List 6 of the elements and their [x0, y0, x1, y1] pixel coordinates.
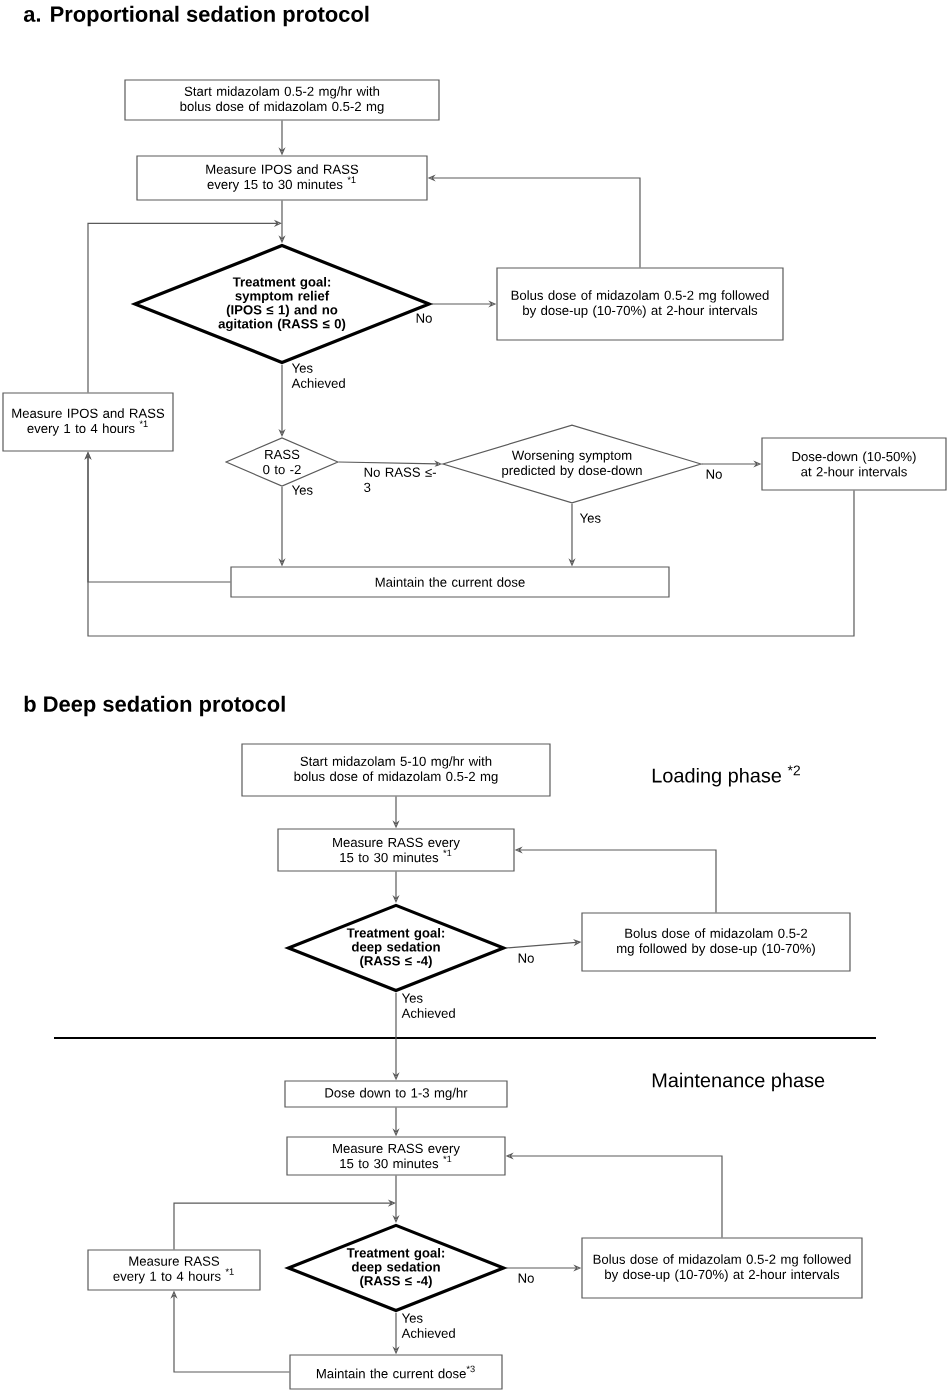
phase-label: Maintenance phase: [652, 1072, 825, 1092]
arrow: [173, 1199, 396, 1250]
heading: b Deep sedation protocol: [24, 695, 285, 717]
heading: a. Proportional sedation protocol: [23, 5, 369, 27]
arrow: [87, 219, 282, 393]
phase-label: Loading phase $^{*2}$: [652, 765, 800, 787]
